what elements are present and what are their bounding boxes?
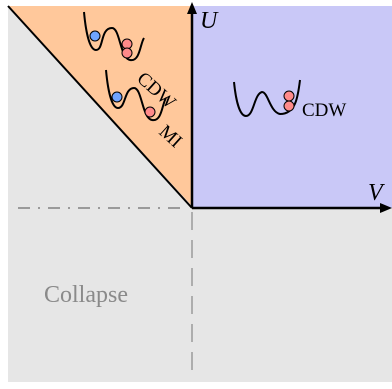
v-axis-arrow (380, 203, 392, 213)
particle-negative (283, 90, 295, 102)
double-well-curve (105, 69, 167, 122)
particle-positive (111, 91, 123, 103)
u-axis-arrow (187, 2, 197, 14)
double-well-curve (83, 11, 145, 62)
collapse-label: Collapse (44, 282, 128, 308)
cdw-mi-wedge-region (8, 6, 192, 208)
u-axis-label: U (200, 8, 219, 34)
phase-boundary-line (7, 5, 193, 209)
cdw-region-label: CDW (302, 100, 346, 121)
cdw-region-potential: CDW (233, 79, 346, 121)
particle-positive (89, 30, 101, 42)
particle-negative (121, 47, 133, 59)
particle-negative (283, 100, 295, 112)
v-axis-label: V (368, 180, 385, 206)
particle-negative (144, 106, 156, 118)
